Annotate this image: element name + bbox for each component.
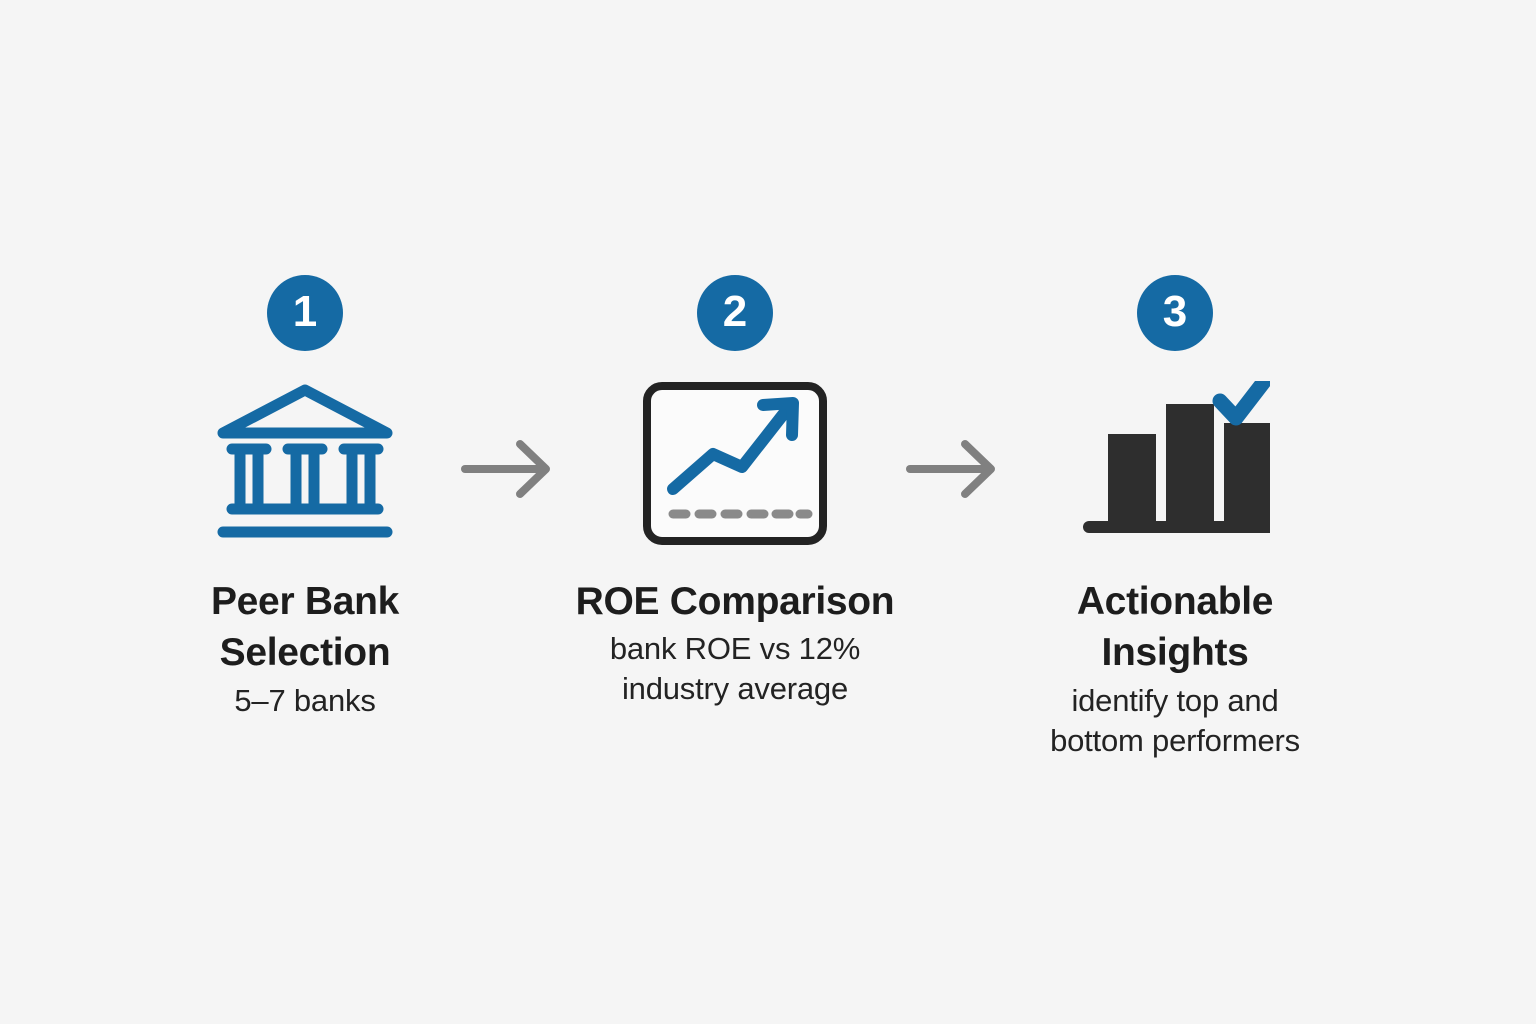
step-2-subtitle: bank ROE vs 12% industry average: [565, 629, 905, 708]
bar-chart-check-icon: [1083, 380, 1270, 533]
step-number-badge-2: 2: [697, 275, 773, 351]
step-3-subtitle-line-1: identify top and: [1071, 682, 1279, 718]
bank-icon-slot: [215, 378, 395, 548]
step-1-subtitle-line-1: 5–7 banks: [234, 682, 376, 718]
connector-arrow-1: [460, 438, 560, 500]
check-icon: [1212, 380, 1270, 425]
step-3-title-line-1: Actionable: [1076, 580, 1274, 623]
bar-1: [1108, 433, 1156, 527]
step-1-title-line-1: Peer Bank: [210, 580, 400, 623]
process-step-3[interactable]: 3: [1005, 275, 1345, 760]
bar-3: [1224, 422, 1270, 527]
step-3-title: Actionable Insights: [1005, 576, 1345, 679]
step-3-labels: Actionable Insights identify top and bot…: [1005, 576, 1345, 760]
step-2-title: ROE Comparison: [565, 576, 905, 627]
trend-chart-icon-slot: [642, 378, 828, 548]
arrow-right-icon: [461, 440, 550, 498]
trend-chart-icon: [643, 381, 827, 545]
step-3-subtitle-line-2: bottom performers: [1050, 722, 1300, 758]
step-number-badge-1: 1: [267, 275, 343, 351]
step-2-subtitle-line-2: industry average: [622, 671, 848, 707]
step-2-labels: ROE Comparison bank ROE vs 12% industry …: [565, 576, 905, 709]
step-2-subtitle-line-1: bank ROE vs 12%: [609, 631, 861, 667]
bank-icon: [217, 384, 393, 537]
step-1-title-line-2: Selection: [219, 631, 391, 675]
arrow-right-icon: [906, 440, 995, 498]
bar-chart-check-icon-slot: [1080, 378, 1270, 548]
bar-baseline: [1083, 520, 1270, 533]
step-1-title: Peer Bank Selection: [135, 576, 475, 679]
step-2-title-line-1: ROE Comparison: [575, 580, 895, 623]
connector-arrow-2: [905, 438, 1005, 500]
bar-2: [1166, 403, 1214, 527]
step-3-title-line-2: Insights: [1101, 631, 1249, 675]
process-step-1[interactable]: 1: [135, 275, 475, 721]
process-step-2[interactable]: 2: [565, 275, 905, 709]
step-1-labels: Peer Bank Selection 5–7 banks: [135, 576, 475, 721]
bar-group: [1108, 403, 1270, 527]
step-number-badge-3: 3: [1137, 275, 1213, 351]
step-3-subtitle: identify top and bottom performers: [1005, 681, 1345, 760]
step-1-subtitle: 5–7 banks: [135, 681, 475, 721]
